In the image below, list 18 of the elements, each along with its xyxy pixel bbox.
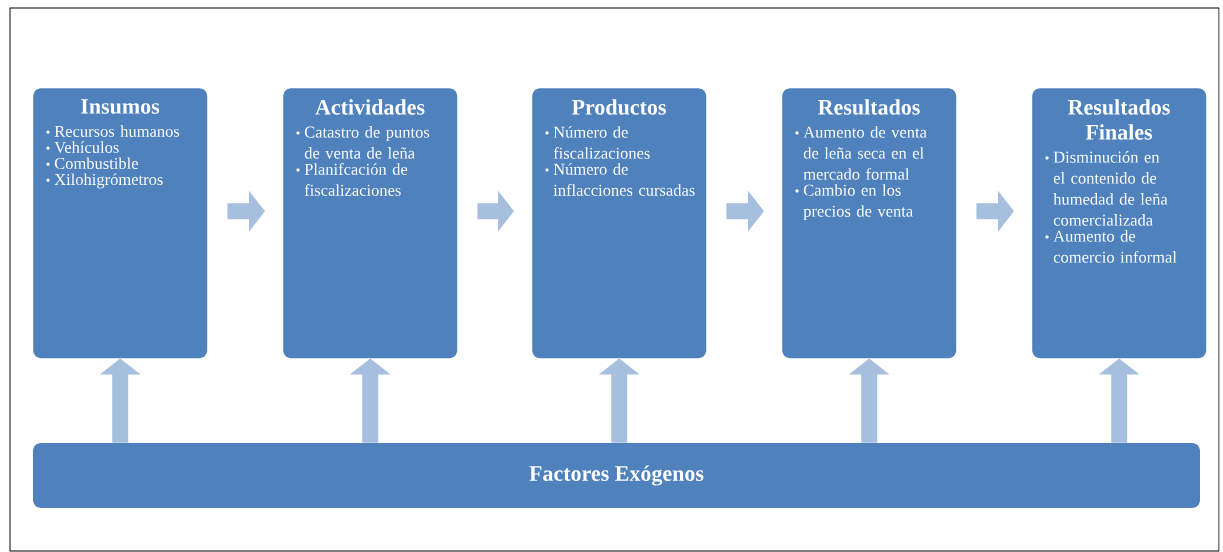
bullet-item: Aumento de venta de leña seca en el mercado formal [795, 126, 927, 180]
box-heading: Resultados Finales [1068, 99, 1170, 140]
bullet-item: Planifcación de fiscalizaciones [296, 163, 408, 196]
bullet-item: Vehículos [46, 141, 119, 153]
bullet-item: Cambio en los precios de venta [795, 184, 913, 221]
bullet-item: Aumento de comercio informal [1045, 230, 1177, 263]
bullet-item: Disminución en el contenido de humedad de leña comercializada [1045, 151, 1168, 226]
bullet-item: Recursos humanos [46, 125, 180, 137]
bullet-item: Xilohigrómetros [46, 173, 163, 189]
box-heading: Productos [571, 99, 666, 115]
box-heading: Insumos [81, 99, 160, 114]
bullet-item: Combustible [46, 157, 138, 169]
box-heading: Actividades [315, 99, 425, 115]
bullet-item: Número de inflacciones cursadas [545, 163, 695, 196]
bullet-item: Número de fiscalizaciones [545, 126, 650, 159]
box-heading: Resultados [818, 99, 920, 115]
bullet-item: Catastro de puntos de venta de leña [296, 126, 430, 159]
factor-bar: Factores Exógenos [33, 443, 1200, 508]
